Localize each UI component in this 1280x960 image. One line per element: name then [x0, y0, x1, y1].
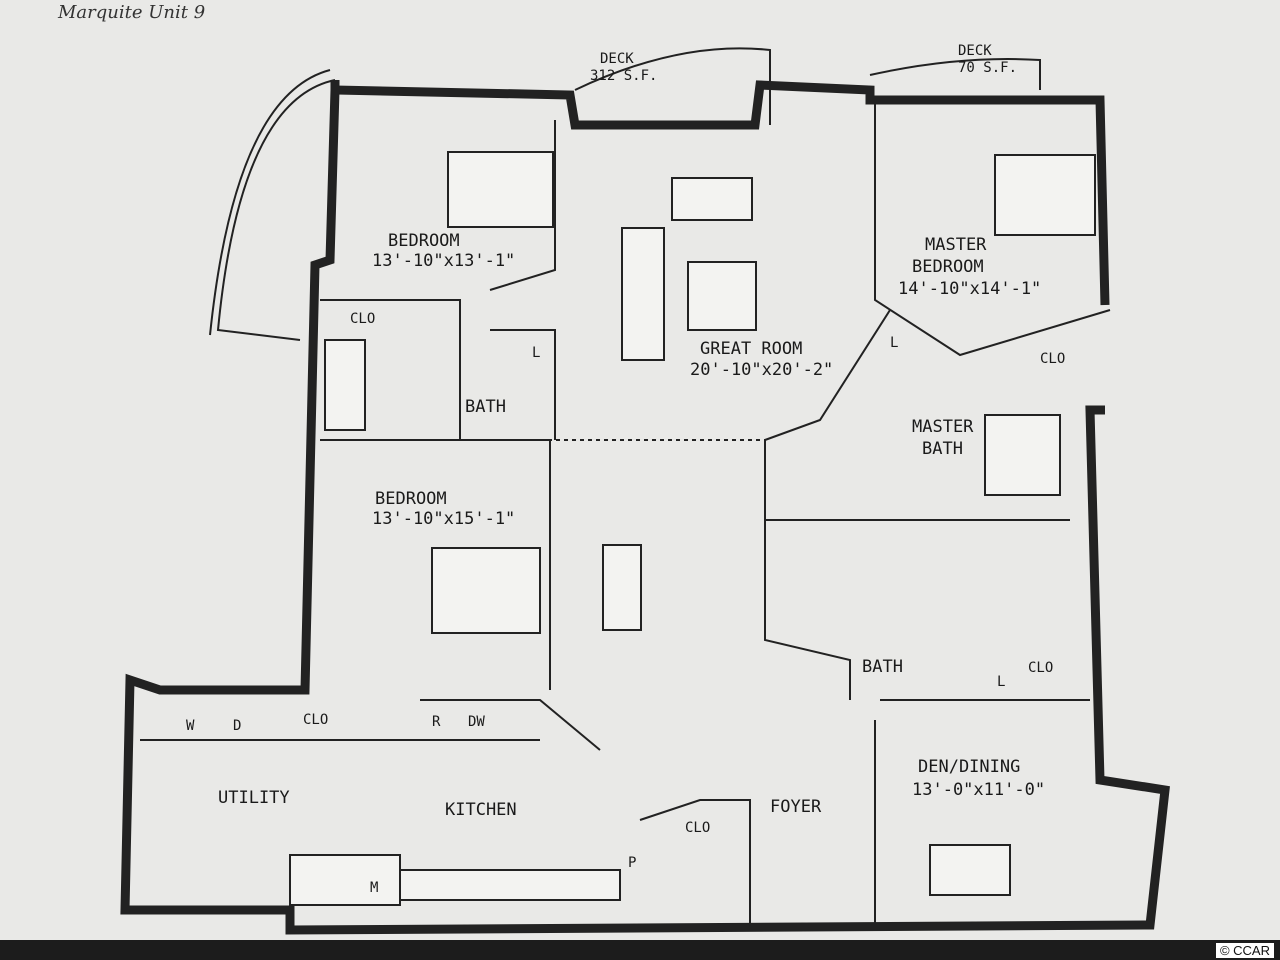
- linen-label: L: [890, 335, 898, 351]
- pantry-label: P: [628, 855, 636, 871]
- furniture: [289, 151, 1096, 906]
- bedroom-2-size: 13'-10"x15'-1": [372, 509, 515, 529]
- coffee-table: [687, 261, 757, 331]
- washer-label: W: [186, 718, 195, 734]
- foyer-label: FOYER: [770, 797, 822, 817]
- closet-label: CLO: [1040, 351, 1065, 367]
- dining-table: [602, 544, 642, 631]
- bed-1: [447, 151, 554, 228]
- master-shower: [984, 414, 1061, 496]
- floor-plan: Marquite Unit 9: [57, 2, 1170, 935]
- linen-label: L: [997, 674, 1005, 690]
- closet-label: CLO: [350, 311, 375, 327]
- bed-2: [431, 547, 541, 634]
- bath-2-label: BATH: [862, 657, 903, 677]
- fridge-label: R: [432, 714, 441, 730]
- closet-label: CLO: [303, 712, 328, 728]
- utility-label: UTILITY: [218, 788, 290, 808]
- kitchen-counter: [399, 869, 621, 901]
- dishwasher-label: DW: [468, 714, 485, 730]
- sofa-2: [621, 227, 665, 361]
- closet-label: CLO: [685, 820, 710, 836]
- sofa: [671, 177, 753, 221]
- exterior-walls: [120, 47, 1170, 935]
- fixture-labels: CLO CLO CLO CLO CLO W D R DW P L L L M: [186, 311, 1065, 896]
- dryer-label: D: [233, 718, 241, 734]
- master-bath-label: MASTER: [912, 417, 974, 437]
- bedroom-2-label: BEDROOM: [375, 489, 447, 509]
- deck-small-label: DECK: [958, 43, 992, 59]
- bathtub-1: [324, 339, 366, 431]
- utility-cabinets: [289, 854, 401, 906]
- deck-size: 312 S.F.: [590, 68, 657, 84]
- den-size: 13'-0"x11'-0": [912, 780, 1045, 800]
- great-room-size: 20'-10"x20'-2": [690, 360, 833, 380]
- master-bedroom-label: MASTER: [925, 235, 987, 255]
- bottom-strip: © CCAR: [0, 940, 1280, 960]
- m-label: M: [370, 880, 378, 896]
- handwritten-note: Marquite Unit 9: [57, 2, 205, 23]
- bath-1-label: BATH: [465, 397, 506, 417]
- deck-label: DECK: [600, 51, 634, 67]
- den-label: DEN/DINING: [918, 757, 1020, 777]
- bedroom-1-label: BEDROOM: [388, 231, 460, 251]
- interior-walls: [140, 100, 1111, 930]
- den-sofa: [929, 844, 1011, 896]
- great-room-label: GREAT ROOM: [700, 339, 802, 359]
- room-labels: DECK 312 S.F. DECK 70 S.F. BEDROOM 13'-1…: [218, 43, 1045, 820]
- deck-small-size: 70 S.F.: [958, 60, 1017, 76]
- kitchen-label: KITCHEN: [445, 800, 517, 820]
- bedroom-1-size: 13'-10"x13'-1": [372, 251, 515, 271]
- watermark: © CCAR: [1215, 943, 1274, 958]
- master-bedroom-size: 14'-10"x14'-1": [898, 279, 1041, 299]
- master-bedroom-label-2: BEDROOM: [912, 257, 984, 277]
- closet-label: CLO: [1028, 660, 1053, 676]
- master-bed: [994, 154, 1096, 236]
- linen-label: L: [532, 345, 540, 361]
- master-bath-label-2: BATH: [922, 439, 963, 459]
